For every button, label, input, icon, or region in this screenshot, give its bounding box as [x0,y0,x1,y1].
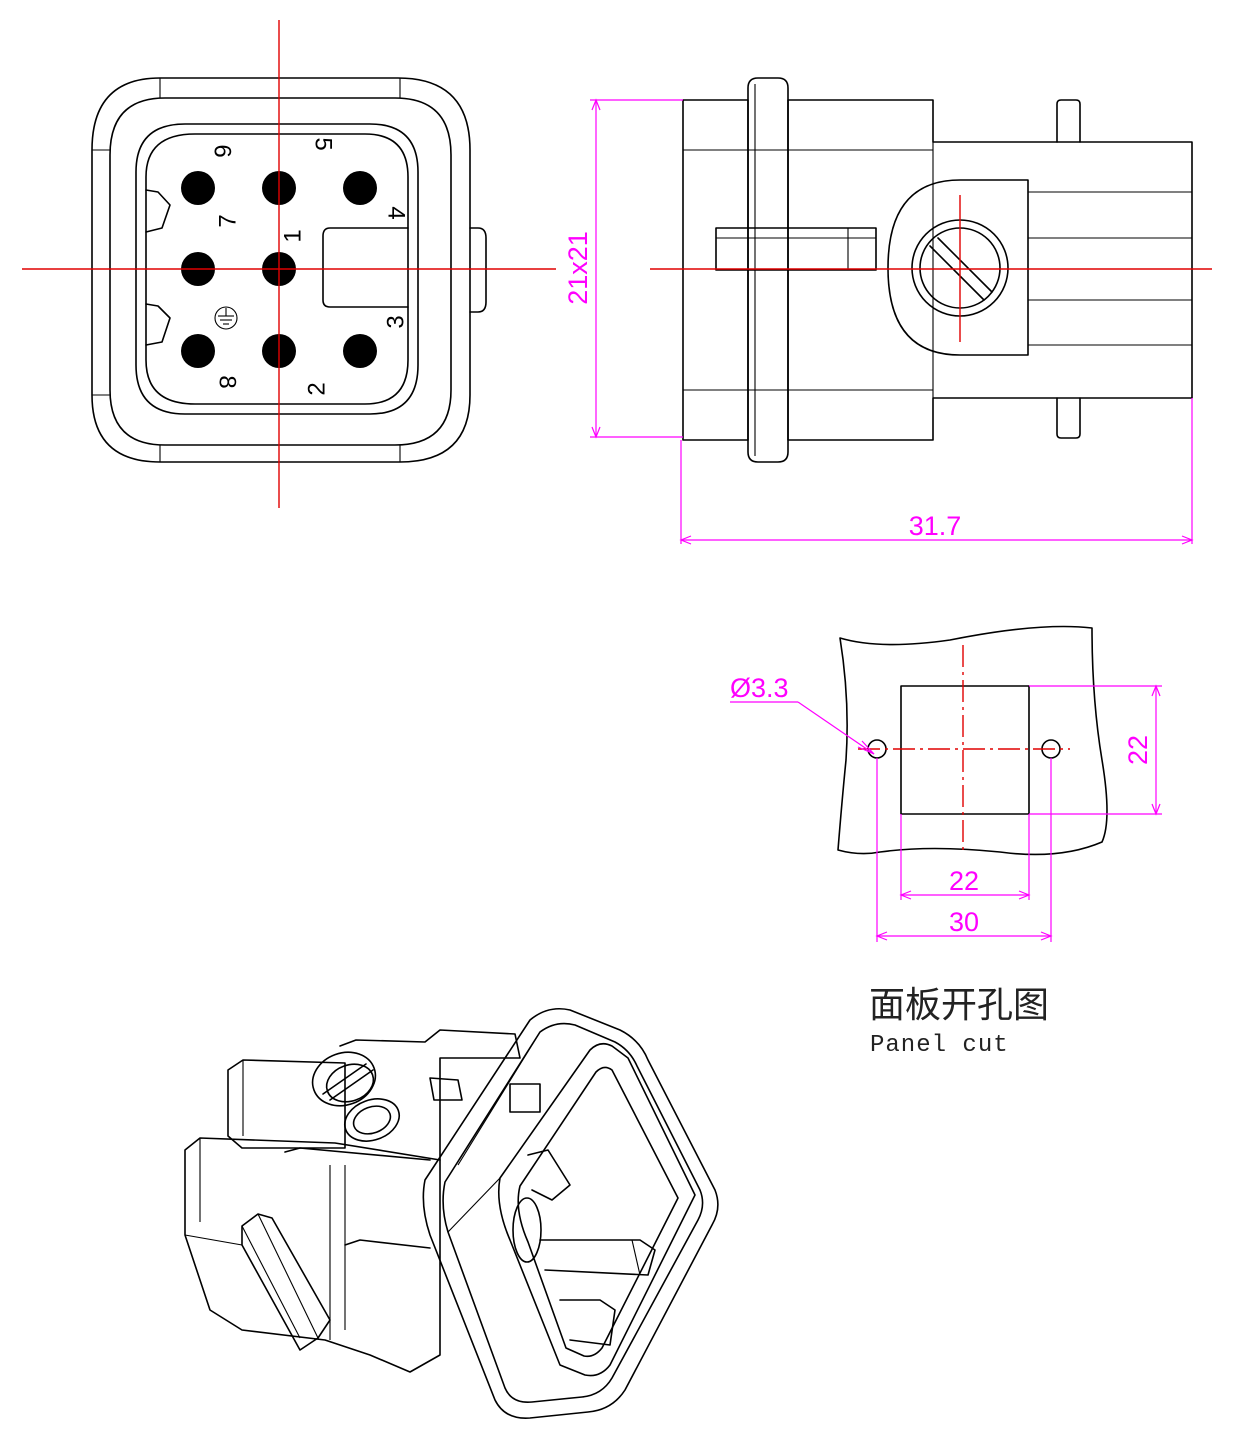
screw-icon [311,1051,400,1142]
pin-4 [343,171,377,205]
panel-cut-view: Ø3.3 22 22 30 [730,625,1162,942]
pin-label-2: 2 [303,382,330,395]
pin-label-7: 7 [214,214,241,227]
pin-label-1: 1 [279,229,306,242]
pin-label-6: 6 [209,144,236,157]
pin-label-3: 3 [382,315,409,328]
earth-ground-icon [214,306,238,330]
pin-label-5: 5 [310,137,337,150]
pin-label-4: 4 [383,206,410,219]
isometric-view [184,1007,719,1419]
dim-length-31-7: 31.7 [909,511,962,541]
dim-cut-width: 22 [949,866,979,896]
side-view: 21x21 31.7 [563,77,1212,545]
panel-cut-title-en: Panel cut [870,1032,1009,1059]
front-view: 6 5 4 7 1 8 2 3 [22,20,556,508]
dim-height-21x21: 21x21 [563,231,593,305]
pin-label-8: 8 [214,375,241,388]
dim-hole-spacing: 30 [949,907,979,937]
panel-cut-title-cn: 面板开孔图 [869,985,1050,1026]
dim-cut-height: 22 [1123,735,1153,765]
pin-6 [181,171,215,205]
dim-hole-diameter: Ø3.3 [730,673,789,703]
pin-8 [181,334,215,368]
pin-3 [343,334,377,368]
